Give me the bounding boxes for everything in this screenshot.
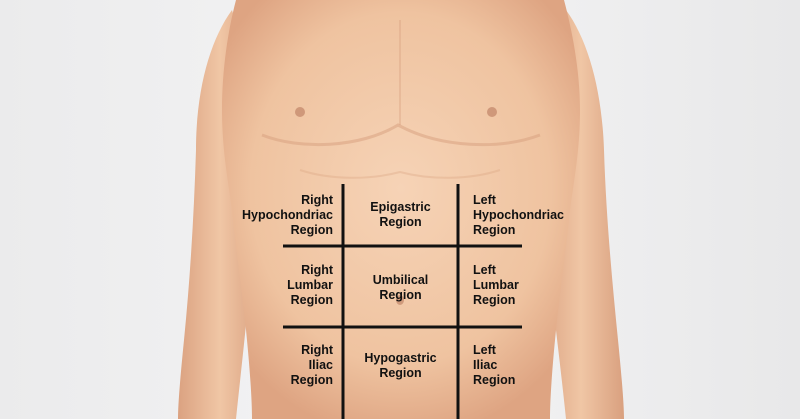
umbilical-label: Umbilical Region: [372, 273, 429, 302]
nipple-right: [295, 107, 305, 117]
right-iliac-label: Right Iliac Region: [290, 343, 333, 387]
region-grid: [283, 184, 522, 419]
left-lumbar-label: Left Lumbar Region: [473, 263, 519, 307]
navel: [396, 295, 404, 305]
torso: [222, 0, 580, 419]
left-hypochondriac-label: Left Hypochondriac Region: [473, 193, 564, 237]
right-hypochondriac-label: Right Hypochondriac Region: [242, 193, 333, 237]
epigastric-label: Epigastric Region: [370, 200, 431, 229]
left-iliac-label: Left Iliac Region: [473, 343, 516, 387]
hypogastric-label: Hypogastric Region: [364, 351, 437, 380]
right-lumbar-label: Right Lumbar Region: [287, 263, 333, 307]
nipple-left: [487, 107, 497, 117]
chest-shadow: [261, 123, 541, 147]
